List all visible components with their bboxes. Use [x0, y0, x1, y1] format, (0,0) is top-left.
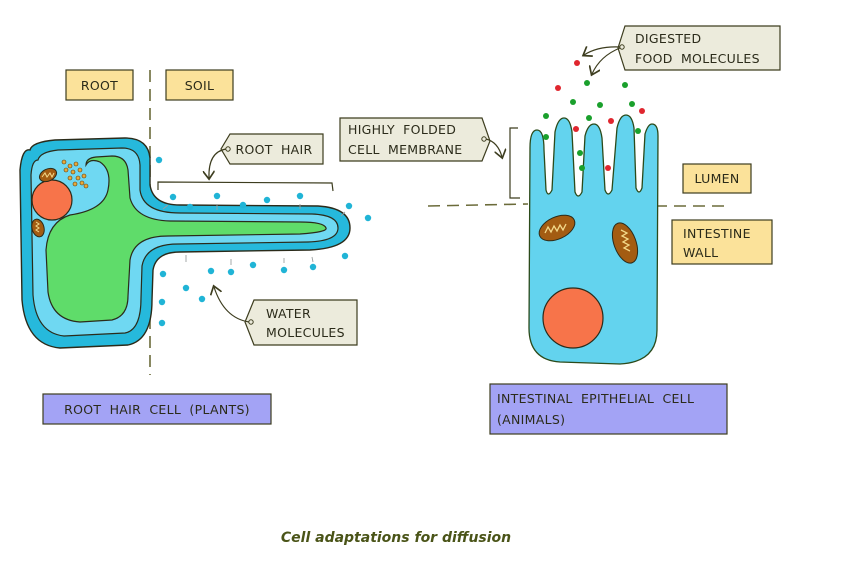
mitochondrion-icon	[31, 218, 45, 238]
food-tag-line1: DIGESTED	[635, 31, 701, 46]
diffusion-arrows	[162, 204, 346, 265]
water-tag-line2: MOLECULES	[266, 325, 345, 340]
root-hair-cell-nucleus	[31, 179, 73, 221]
lumen-label: LUMEN	[682, 163, 752, 194]
intestinal-caption-line2: (ANIMALS)	[497, 412, 565, 427]
lumen-label-text: LUMEN	[694, 171, 739, 186]
water-molecules-tag: WATER MOLECULES	[244, 299, 358, 346]
cell-membrane-tag: HIGHLY FOLDED CELL MEMBRANE	[339, 117, 491, 162]
figure-caption: Cell adaptations for diffusion	[281, 530, 511, 546]
food-tag-line2: FOOD MOLECULES	[635, 51, 760, 66]
mitochondrion-icon	[38, 167, 58, 183]
food-pointer-arrow-1	[584, 47, 621, 55]
soil-label: SOIL	[165, 69, 234, 101]
wall-label-line2: WALL	[683, 245, 718, 260]
intestinal-caption-line1: INTESTINAL EPITHELIAL CELL	[497, 391, 694, 406]
membrane-tag-line2: CELL MEMBRANE	[348, 142, 462, 157]
cell-granules	[61, 159, 89, 189]
root-label: ROOT	[65, 69, 134, 101]
root-hair-cell-vacuole	[45, 155, 327, 323]
root-hair-cell-figure: ROOT SOIL	[19, 69, 372, 425]
food-molecules-tag: DIGESTED FOOD MOLECULES	[617, 25, 781, 71]
water-pointer-arrow	[214, 287, 250, 323]
water-tag-line1: WATER	[266, 306, 311, 321]
food-pointer-arrow-2	[592, 47, 621, 74]
root-hair-cell-caption: ROOT HAIR CELL (PLANTS)	[42, 393, 272, 425]
intestine-wall-label: INTESTINE WALL	[671, 219, 773, 265]
mitochondrion-icon	[611, 222, 639, 264]
root-hair-pointer-arrow	[209, 148, 227, 178]
root-hair-cell-caption-text: ROOT HAIR CELL (PLANTS)	[64, 402, 250, 417]
root-label-text: ROOT	[81, 78, 118, 93]
food-molecules-red	[555, 60, 645, 171]
mitochondrion-icon	[538, 214, 576, 242]
soil-label-text: SOIL	[185, 78, 215, 93]
epithelial-cell-nucleus	[542, 287, 604, 349]
root-hair-bracket	[157, 181, 334, 192]
root-hair-tag-text: ROOT HAIR	[236, 142, 313, 157]
membrane-tag-line1: HIGHLY FOLDED	[348, 122, 456, 137]
water-molecules	[155, 156, 372, 327]
lumen-wall-boundary-left	[427, 203, 529, 207]
food-molecules-green	[543, 80, 641, 171]
root-hair-tag: ROOT HAIR	[220, 133, 324, 165]
intestinal-cell-caption: INTESTINAL EPITHELIAL CELL (ANIMALS)	[489, 383, 728, 435]
wall-label-line1: INTESTINE	[683, 226, 751, 241]
membrane-bracket	[509, 127, 520, 199]
intestinal-cell-figure: HIGHLY FOLDED CELL MEMBRANE DIGESTED FOO…	[339, 25, 781, 435]
membrane-pointer-arrow	[485, 138, 502, 157]
